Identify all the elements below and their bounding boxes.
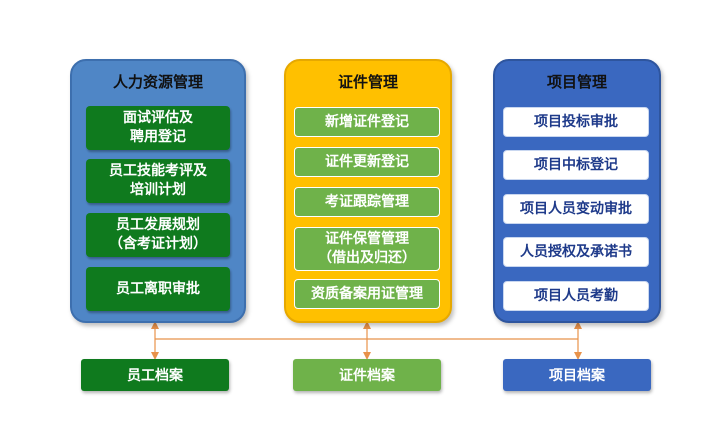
cert-item-custody[interactable]: 证件保管管理 （借出及归还） [294, 227, 440, 271]
hr-item-development-plan[interactable]: 员工发展规划 （含考证计划） [86, 213, 230, 257]
hr-item-skill-assessment[interactable]: 员工技能考评及 培训计划 [86, 159, 230, 203]
project-item-attendance[interactable]: 项目人员考勤 [503, 281, 649, 311]
certificate-management-panel: 证件管理 新增证件登记 证件更新登记 考证跟踪管理 证件保管管理 （借出及归还）… [284, 59, 452, 323]
certificate-archive[interactable]: 证件档案 [293, 359, 441, 391]
hr-management-panel: 人力资源管理 面试评估及 聘用登记 员工技能考评及 培训计划 员工发展规划 （含… [70, 59, 246, 323]
cert-item-new[interactable]: 新增证件登记 [294, 107, 440, 137]
project-item-bid-approval[interactable]: 项目投标审批 [503, 107, 649, 137]
hr-item-interview[interactable]: 面试评估及 聘用登记 [86, 106, 230, 150]
project-item-staff-change[interactable]: 项目人员变动审批 [503, 194, 649, 224]
project-panel-title: 项目管理 [546, 73, 607, 91]
project-archive[interactable]: 项目档案 [503, 359, 651, 391]
hr-panel-title: 人力资源管理 [112, 73, 203, 91]
project-item-award-registration[interactable]: 项目中标登记 [503, 150, 649, 180]
project-management-panel: 项目管理 项目投标审批 项目中标登记 项目人员变动审批 人员授权及承诺书 项目人… [493, 59, 661, 323]
cert-panel-title: 证件管理 [337, 73, 398, 91]
project-item-authorization[interactable]: 人员授权及承诺书 [503, 237, 649, 267]
employee-archive[interactable]: 员工档案 [81, 359, 229, 391]
cert-item-filing[interactable]: 资质备案用证管理 [294, 279, 440, 309]
hr-item-resignation[interactable]: 员工离职审批 [86, 267, 230, 311]
cert-item-tracking[interactable]: 考证跟踪管理 [294, 187, 440, 217]
cert-item-update[interactable]: 证件更新登记 [294, 147, 440, 177]
